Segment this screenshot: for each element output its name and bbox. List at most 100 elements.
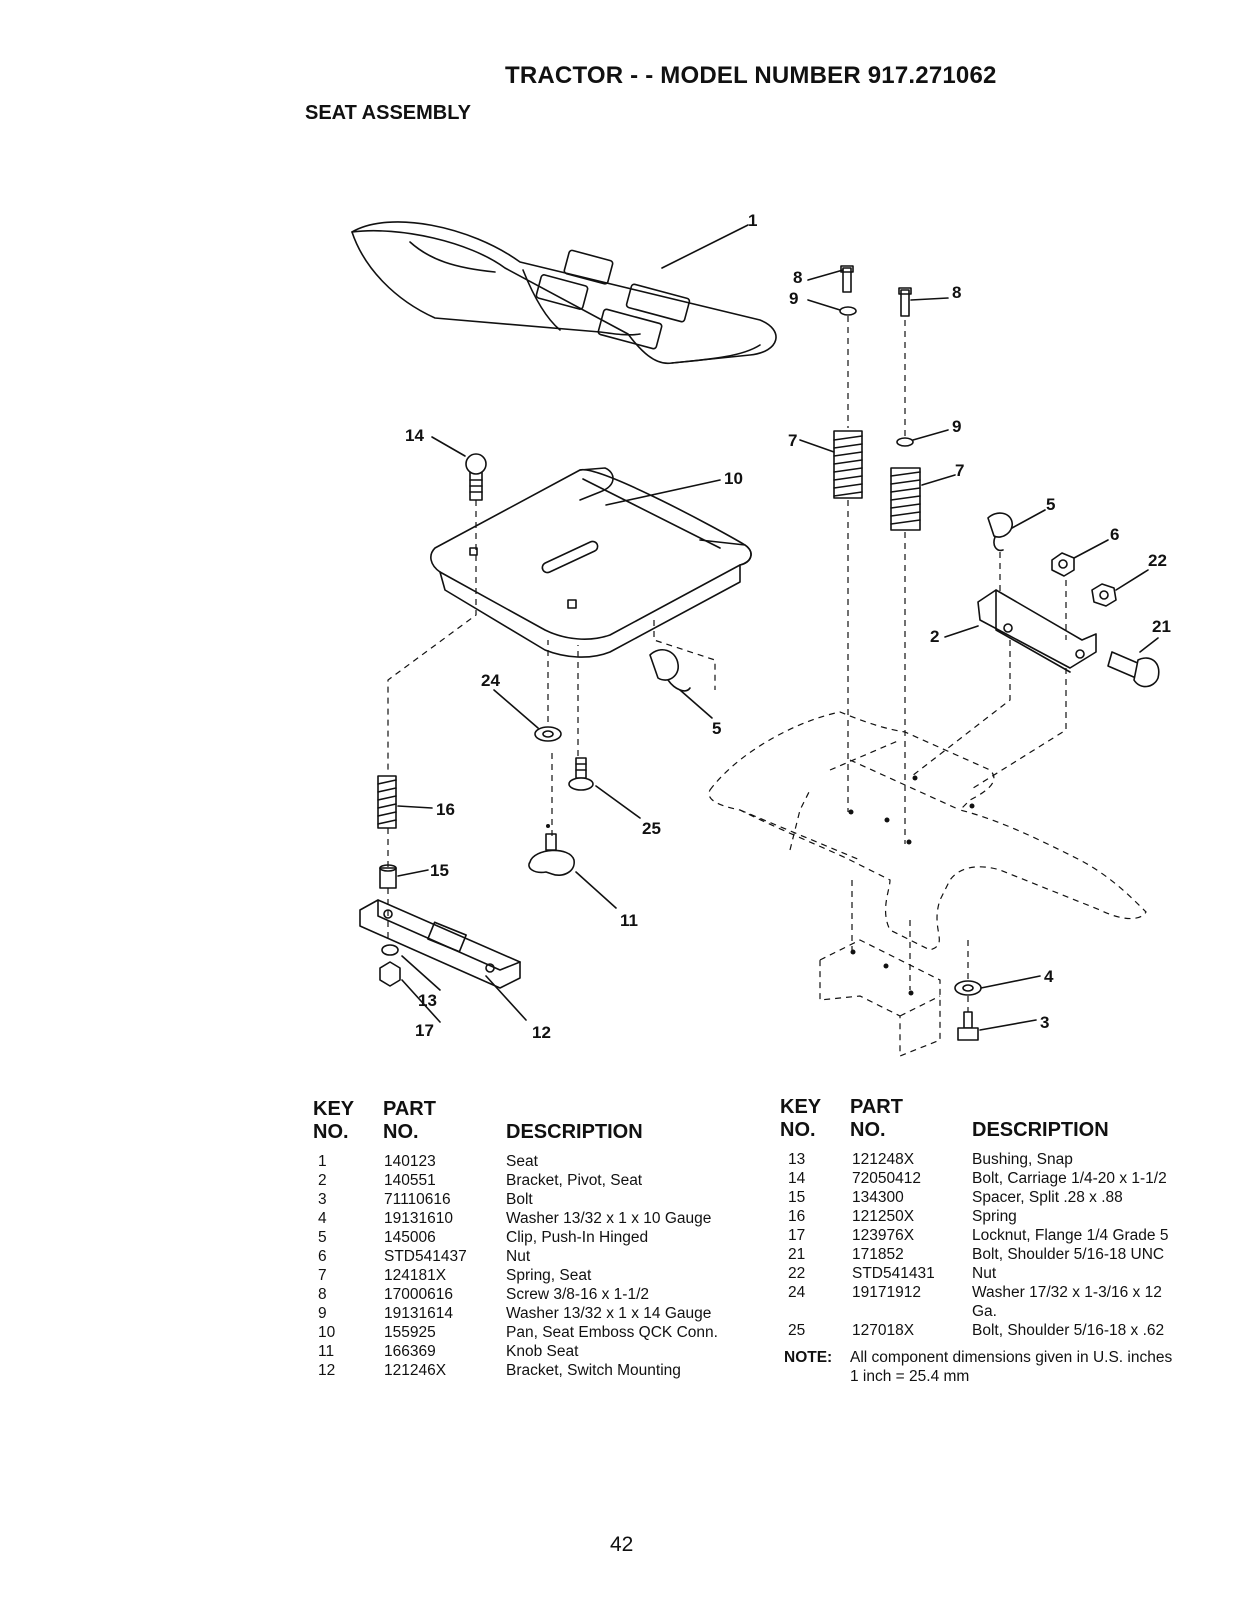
callout-5: 5 [1046, 495, 1055, 514]
key-no-cell: 14 [788, 1170, 806, 1187]
key-no-cell: 5 [318, 1229, 327, 1246]
parts-table-row: 2 140551 Bracket, Pivot, Seat [318, 1171, 778, 1190]
callout-9: 9 [789, 289, 798, 308]
part-no-cell: 121250X [852, 1208, 915, 1225]
callout-5b: 5 [712, 719, 721, 738]
part-no-cell: 19171912 [852, 1284, 921, 1301]
part-no-cell: 19131610 [384, 1210, 453, 1227]
key-no-cell: 12 [318, 1362, 336, 1379]
page-title: TRACTOR - - MODEL NUMBER 917.271062 [505, 62, 997, 89]
callout-22: 22 [1148, 551, 1167, 570]
pivot-bracket-part [977, 589, 1097, 673]
description-header-left: DESCRIPTION [506, 1121, 643, 1143]
callout-21: 21 [1152, 617, 1171, 636]
description-cell: Nut [506, 1248, 531, 1265]
description-cell: Pan, Seat Emboss QCK Conn. [506, 1324, 718, 1341]
description-cell: Ga. [972, 1303, 997, 1320]
description-cell: Bolt [506, 1191, 533, 1208]
description-cell: Spring, Seat [506, 1267, 592, 1284]
key-no-cell: 9 [318, 1305, 327, 1322]
parts-table-row: 10 155925 Pan, Seat Emboss QCK Conn. [318, 1323, 778, 1342]
callout-8b: 8 [952, 283, 961, 302]
parts-table-row: 13 121248X Bushing, Snap [786, 1150, 1226, 1169]
callout-24: 24 [481, 671, 500, 690]
key-no-cell: 13 [788, 1151, 806, 1168]
part-no-cell: 140123 [384, 1153, 436, 1170]
key-no-cell: 3 [318, 1191, 327, 1208]
spring-small [377, 775, 397, 829]
key-no-cell: 11 [318, 1343, 335, 1360]
part-no-cell: 71110616 [384, 1191, 451, 1208]
callout-9b: 9 [952, 417, 961, 436]
callout-4: 4 [1044, 967, 1054, 986]
part-no-cell: 140551 [384, 1172, 436, 1189]
description-header-right: DESCRIPTION [972, 1119, 1109, 1141]
description-cell: Bracket, Switch Mounting [506, 1362, 681, 1379]
callout-8: 8 [793, 268, 802, 287]
key-no-cell: 1 [318, 1153, 327, 1170]
seat-assembly-exploded-diagram: 1 14 10 8 9 7 8 9 7 5 6 22 21 2 24 5 16 … [351, 211, 1171, 1057]
parts-table-row: 1 140123 Seat [318, 1152, 778, 1171]
callout-13: 13 [418, 991, 437, 1010]
spring-left [833, 430, 863, 499]
part-no-cell: 72050412 [852, 1170, 921, 1187]
seat-pan-part [430, 467, 752, 658]
description-cell: Seat [506, 1153, 538, 1170]
part-no-cell: 123976X [852, 1227, 915, 1244]
description-cell: Knob Seat [506, 1343, 579, 1360]
part-no-cell: 155925 [384, 1324, 436, 1341]
key-no-cell: 10 [318, 1324, 336, 1341]
key-no-cell: 6 [318, 1248, 327, 1265]
spring-right [890, 467, 921, 531]
dimension-note: NOTE: All component dimensions given in … [784, 1348, 1172, 1385]
section-title: SEAT ASSEMBLY [305, 102, 471, 124]
parts-table-row: 11 166369 Knob Seat [318, 1342, 778, 1361]
part-no-cell: 127018X [852, 1322, 915, 1339]
description-cell: Locknut, Flange 1/4 Grade 5 [972, 1227, 1169, 1244]
key-no-cell: 16 [788, 1208, 806, 1225]
key-no-cell: 7 [318, 1267, 327, 1284]
key-no-cell: 21 [788, 1246, 806, 1263]
callout-1: 1 [748, 211, 757, 230]
description-cell: Screw 3/8-16 x 1-1/2 [506, 1286, 650, 1303]
description-cell: Bracket, Pivot, Seat [506, 1172, 643, 1189]
callout-7b: 7 [955, 461, 964, 480]
callout-15: 15 [430, 861, 449, 880]
callout-12: 12 [532, 1023, 551, 1042]
part-no-cell: 171852 [852, 1246, 904, 1263]
part-no-cell: 166369 [384, 1343, 436, 1360]
key-no-cell: 24 [788, 1284, 806, 1301]
parts-table-left: 1 140123 Seat 2 140551 Bracket, Pivot, Seat 3 7… [318, 1152, 778, 1380]
callout-16: 16 [436, 800, 455, 819]
parts-table-row: 3 71110616 Bolt [318, 1190, 778, 1209]
callout-3: 3 [1040, 1013, 1049, 1032]
description-cell: Clip, Push-In Hinged [506, 1229, 649, 1246]
callout-10: 10 [724, 469, 743, 488]
callout-labels: 1 14 10 8 9 7 8 9 7 5 6 22 21 2 24 5 16 … [405, 211, 1171, 1042]
part-no-cell: 17000616 [384, 1286, 453, 1303]
key-no-cell: 15 [788, 1189, 806, 1206]
parts-table-row-continuation: Ga. [786, 1302, 1226, 1321]
part-no-cell: 124181X [384, 1267, 447, 1284]
part-no-cell: STD541431 [852, 1265, 935, 1282]
callout-14: 14 [405, 426, 424, 445]
key-no-cell: 2 [318, 1172, 327, 1189]
description-cell: Washer 13/32 x 1 x 14 Gauge [506, 1305, 712, 1322]
part-no-cell: 121248X [852, 1151, 915, 1168]
key-no-cell: 17 [788, 1227, 806, 1244]
parts-table-row: 17 123976X Locknut, Flange 1/4 Grade 5 [786, 1226, 1226, 1245]
description-cell: Bushing, Snap [972, 1151, 1073, 1168]
part-no-cell: 145006 [384, 1229, 436, 1246]
switch-bracket-part [359, 899, 521, 989]
seat-part [351, 221, 777, 365]
